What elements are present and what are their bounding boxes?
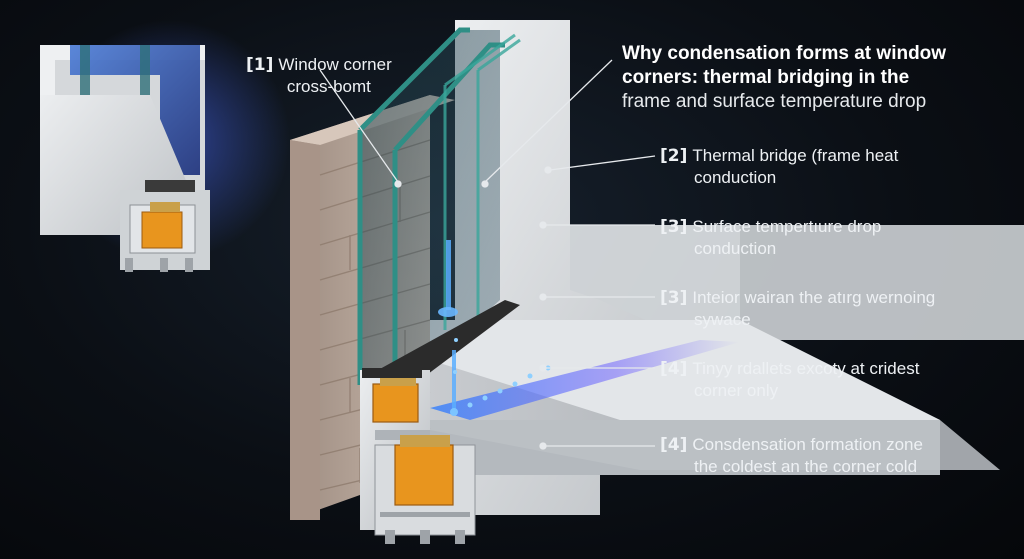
- callout-text-2: conduction: [694, 239, 777, 258]
- callout-number: [3]: [660, 217, 688, 237]
- callout-number: [1]: [246, 55, 274, 75]
- condensation-droplets: [453, 338, 551, 408]
- callout-thermal-bridge: [2]Thermal bridge (frame heat conduction: [660, 145, 898, 188]
- inset-window-section: [40, 20, 290, 272]
- title-line-2: corners: thermal bridging in the: [622, 67, 910, 88]
- callout-text: Inteior wairan the atırg wernoing: [692, 288, 936, 307]
- callout-text: Surface tempertıure drop: [692, 217, 882, 236]
- callout-number: [4]: [660, 359, 688, 379]
- thermal-spacer-upper: [372, 383, 419, 423]
- callout-surface-temperature: [3]Surface tempertıure drop conduction: [660, 216, 881, 259]
- callout-text-2: cross-bomt: [286, 77, 371, 96]
- callout-text-2: corner only: [694, 381, 779, 400]
- callout-condensation-zone: [4]Consdensation formation zone the cold…: [660, 434, 923, 477]
- title-line-3: frame and surface temperature drop: [622, 91, 927, 112]
- callout-window-corner: [1]Window corner cross-bomt: [246, 54, 392, 97]
- callout-text: Consdensation formation zone: [692, 435, 923, 454]
- callout-text-2: the coldest an the corner cold: [694, 457, 918, 476]
- diagram-title: Why condensation forms at window corners…: [622, 42, 1012, 114]
- leader-lines: [319, 59, 656, 450]
- thermal-spacer-lower: [394, 444, 454, 506]
- callout-number: [4]: [660, 435, 688, 455]
- callout-text-2: conduction: [694, 168, 777, 187]
- main-cross-section: [290, 20, 1024, 544]
- callout-text: Window corner: [278, 55, 392, 74]
- title-line-1: Why condensation forms at window: [622, 43, 947, 64]
- callout-number: [3]: [660, 288, 688, 308]
- callout-interior-warning: [3]Inteior wairan the atırg wernoing syw…: [660, 287, 935, 330]
- callout-number: [2]: [660, 146, 688, 166]
- callout-tiny-droplets: [4]Tinyy rdallets excoty at cridest corn…: [660, 358, 919, 401]
- callout-text: Tinyy rdallets excoty at cridest: [692, 359, 920, 378]
- callout-text: Thermal bridge (frame heat: [692, 146, 899, 165]
- callout-text-2: sywace: [694, 310, 751, 329]
